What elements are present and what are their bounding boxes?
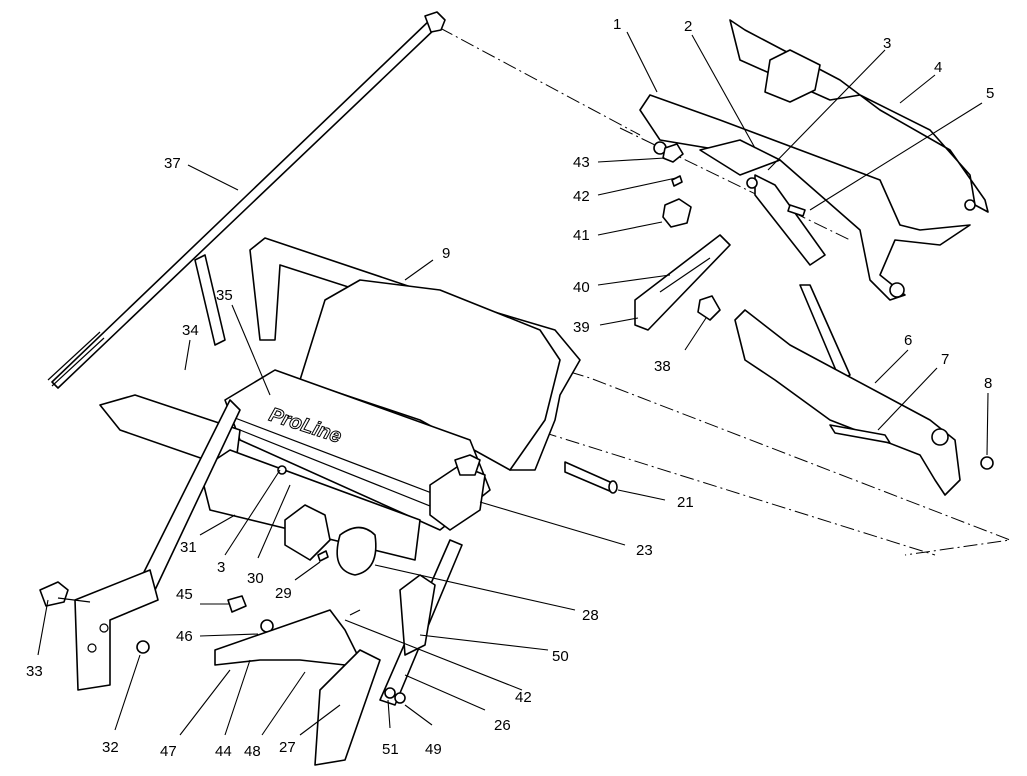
callout-39: 39	[573, 319, 590, 336]
callout-33: 33	[26, 663, 43, 680]
callout-41: 41	[573, 227, 590, 244]
lever-assembly	[214, 550, 406, 766]
callout-46: 46	[176, 628, 193, 645]
callout-7: 7	[941, 351, 949, 368]
callout-3b: 3	[217, 559, 225, 576]
callout-2: 2	[684, 18, 692, 35]
callout-21: 21	[677, 494, 694, 511]
callout-4: 4	[934, 59, 942, 76]
callout-27: 27	[279, 739, 296, 756]
callout-40: 40	[573, 279, 590, 296]
callout-29: 29	[275, 585, 292, 602]
callout-45: 45	[176, 586, 193, 603]
callout-30: 30	[247, 570, 264, 587]
leader-lines	[37, 31, 989, 736]
callout-50: 50	[552, 648, 569, 665]
callout-23: 23	[636, 542, 653, 559]
callout-37: 37	[164, 155, 181, 172]
pin-part	[564, 461, 618, 494]
lower-bar-assembly	[734, 309, 994, 496]
callout-38: 38	[654, 358, 671, 375]
callout-49: 49	[425, 741, 442, 758]
callout-28: 28	[582, 607, 599, 624]
small-hardware	[634, 143, 731, 331]
callout-8: 8	[984, 375, 992, 392]
callout-1: 1	[613, 16, 621, 33]
callout-51: 51	[382, 741, 399, 758]
left-bracket	[39, 569, 159, 691]
handle-assembly: ProLine	[99, 237, 581, 706]
callout-31: 31	[180, 539, 197, 556]
callout-35: 35	[216, 287, 233, 304]
callout-42: 42	[573, 188, 590, 205]
callout-42b: 42	[515, 689, 532, 706]
callout-34: 34	[182, 322, 199, 339]
callout-3: 3	[883, 35, 891, 52]
callout-32: 32	[102, 739, 119, 756]
callout-labels: 1 2 3 4 5 6 7 8 9 21 23 26 27 28 29 30 3…	[26, 16, 994, 760]
callout-47: 47	[160, 743, 177, 760]
upper-bracket-assembly	[639, 19, 989, 381]
callout-44: 44	[215, 743, 232, 760]
assembly-lines	[439, 27, 1012, 556]
callout-48: 48	[244, 743, 261, 760]
callout-43: 43	[573, 154, 590, 171]
callout-6: 6	[904, 332, 912, 349]
callout-9: 9	[442, 245, 450, 262]
callout-5: 5	[986, 85, 994, 102]
callout-26: 26	[494, 717, 511, 734]
rod-part	[47, 11, 446, 389]
